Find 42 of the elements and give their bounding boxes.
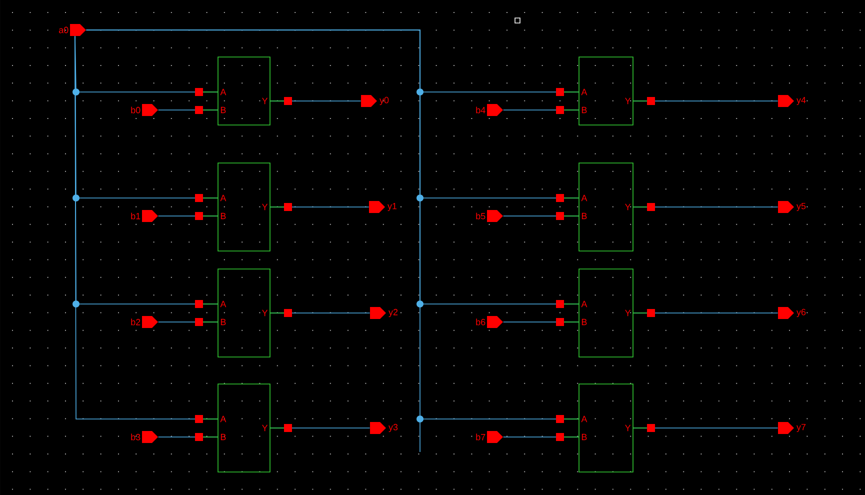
input-pin: b0 [131, 104, 158, 116]
gate-box: A B Y [218, 268, 270, 358]
input-pin: b4 [476, 104, 503, 116]
gate-box: A B Y [578, 268, 634, 358]
output-pin: y3 [370, 422, 398, 434]
node-label: y1 [388, 202, 397, 212]
node-label: y0 [380, 96, 389, 106]
input-pin: b1 [131, 210, 158, 222]
gate-box: A B Y [578, 162, 634, 252]
node-label: b7 [476, 434, 486, 440]
input-pin: b5 [476, 210, 503, 222]
node-label: b5 [476, 212, 486, 220]
node-label: y5 [796, 202, 806, 212]
gate-box: A B Y [218, 162, 270, 252]
gate-box: A B Y [218, 384, 270, 472]
input-pin: b3 [131, 431, 158, 443]
node-label: b2 [131, 318, 140, 326]
node-label: y3 [388, 424, 398, 432]
node-label: b3 [131, 434, 140, 440]
node-label: b1 [131, 212, 140, 220]
output-pin: y7 [778, 422, 806, 434]
input-pin: b2 [131, 316, 158, 328]
node-label: y4 [796, 96, 806, 106]
node-label: y2 [388, 308, 398, 318]
output-pin: y5 [778, 201, 806, 213]
input-pin: b7 [476, 431, 503, 443]
output-pin: y1 [369, 201, 397, 213]
gate-box: A B Y [218, 56, 270, 126]
gate-box: A B Y [578, 384, 634, 472]
output-pin: y4 [778, 95, 806, 107]
output-pin: y6 [778, 307, 806, 319]
node-label: y6 [796, 308, 806, 318]
output-pin: y2 [370, 307, 398, 319]
node-label: a0 [58, 26, 68, 34]
output-pin: y0 [361, 95, 389, 107]
input-pin: b6 [476, 316, 503, 328]
node-label: y7 [796, 424, 806, 432]
node-label: b4 [476, 106, 486, 114]
input-pin: a0 [58, 24, 86, 36]
node-label: b6 [476, 318, 486, 326]
node-label: b0 [131, 106, 140, 114]
gate-box: A B Y [578, 56, 634, 126]
